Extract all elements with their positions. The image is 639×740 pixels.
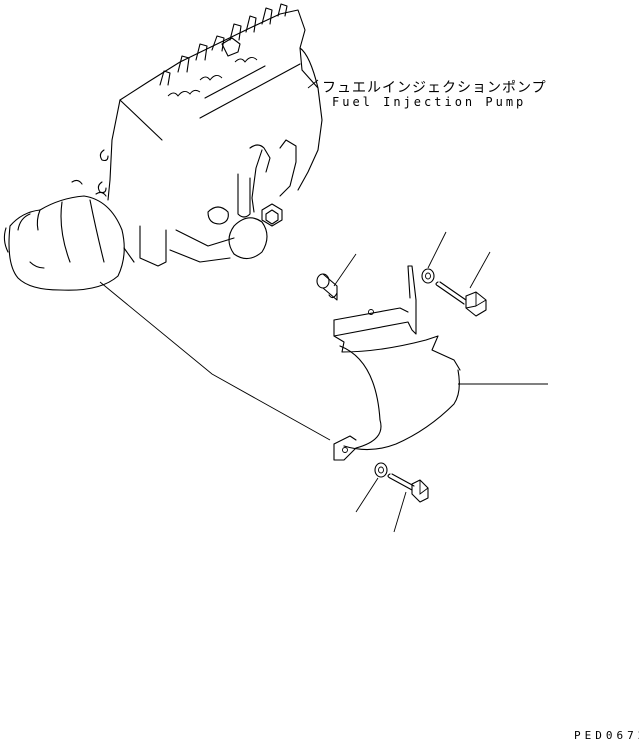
pump-bracket[interactable]: [333, 265, 461, 461]
pump-label-japanese: フュエルインジェクションポンプ: [322, 80, 547, 96]
upper-washer[interactable]: [421, 268, 435, 284]
pump-label-english: Fuel Injection Pump: [332, 95, 526, 109]
spacer-leader-line: [333, 253, 357, 287]
lower-bolt[interactable]: [387, 473, 429, 503]
pump-leader-line: [99, 281, 331, 441]
drawing-code: PED0672: [574, 729, 639, 740]
lower-washer-leader-line: [355, 477, 379, 513]
spacer-collar[interactable]: [316, 273, 338, 301]
lower-washer[interactable]: [374, 462, 388, 478]
upper-bolt-leader-line: [469, 251, 491, 289]
upper-washer-leader-line: [427, 231, 447, 269]
lower-bolt-leader-line: [393, 491, 407, 533]
upper-bolt[interactable]: [435, 281, 487, 317]
label-leader-line: [307, 79, 319, 89]
fuel-injection-pump[interactable]: [3, 3, 323, 291]
